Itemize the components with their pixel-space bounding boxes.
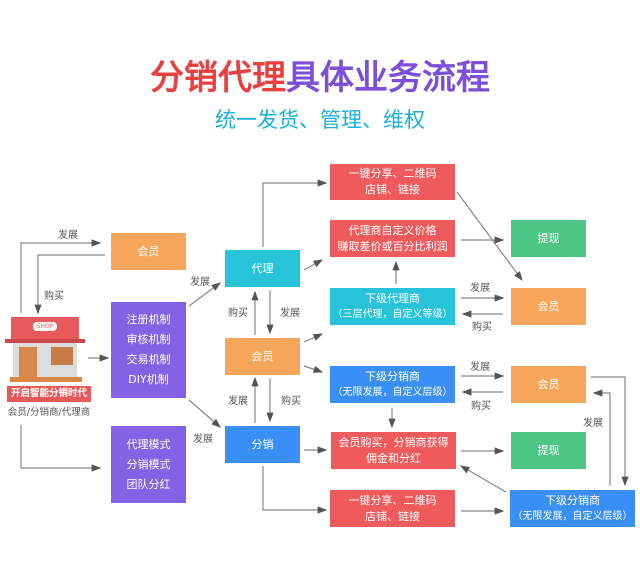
label-buy: 购买 [471,401,491,412]
line: 下级代理商 [365,291,420,305]
line: 一键分享、二维码 [348,493,437,507]
line: 代理商自定义价格 [348,223,437,237]
mode: 团队分红 [126,477,171,491]
share-bottom-node: 一键分享、二维码店铺、链接 [330,490,455,527]
agent-node: 代理 [225,250,300,287]
mechanism: 审核机制 [126,333,171,346]
line: 下级分销商 [365,369,420,383]
label-develop: 发展 [470,362,490,373]
label-develop: 发展 [280,308,300,319]
line: 佣金和分红 [366,451,421,465]
shop-banner: 开启智能分销时代 [7,386,91,402]
shop-icon: SHOP [5,317,85,382]
mode: 代理模式 [126,437,171,451]
line: 一键分享、二维码 [348,167,437,180]
sub-dist-right-node: 下级分销商 （无限发展，自定义层级） [510,490,635,527]
mechanisms-node: 注册机制审核机制交易机制 DIY机制 [111,302,186,398]
commission-node: 会员购买，分销商获得佣金和分红 [331,432,456,469]
member-r1-node: 会员 [511,288,586,325]
label-buy: 购买 [472,322,492,333]
line: 赚取差价或百分比利润 [337,239,448,253]
withdraw-top-node: 提现 [511,220,586,257]
label-buy: 购买 [228,308,248,319]
title-part1: 分销代理 [150,58,286,98]
line: 会员购买，分销商获得 [338,435,449,449]
member-mid-node: 会员 [225,338,300,375]
label-develop: 发展 [58,230,78,241]
label-develop: 发展 [583,418,603,429]
label-develop: 发展 [228,396,248,407]
label-develop: 发展 [190,277,210,288]
modes-node: 代理模式分销模式团队分红 [111,426,186,503]
agent-price-node: 代理商自定义价格赚取差价或百分比利润 [330,220,455,257]
line: （无限发展，自定义层级） [512,510,633,522]
mode: 分销模式 [126,457,171,471]
line: （无限发展，自定义层级） [332,386,453,398]
line: 下级分销商 [545,493,600,507]
mechanism: DIY机制 [128,373,169,386]
subtitle: 统一发货、管理、维权 [215,108,425,132]
sub-dist-node: 下级分销商 （无限发展，自定义层级） [330,366,455,403]
label-develop: 发展 [193,434,213,445]
distribution-node: 分销 [225,426,300,463]
share-top-node: 一键分享、二维码店铺、链接 [330,164,455,200]
member-left-node: 会员 [111,233,186,270]
line: （三层代理，自定义等级） [332,308,453,320]
member-r2-node: 会员 [511,366,586,403]
label-develop: 发展 [470,283,490,294]
shop-caption: 会员/分销商/代理商 [7,407,91,418]
sub-agent-node: 下级代理商 （三层代理，自定义等级） [330,288,455,325]
withdraw-bottom-node: 提现 [511,432,586,469]
label-buy: 购买 [281,396,301,407]
mechanism: 注册机制 [126,313,171,326]
line: 店铺、链接 [365,183,420,196]
page-title: 分销代理具体业务流程 [0,50,640,99]
label-buy: 购买 [44,291,64,302]
line: 店铺、链接 [365,509,420,523]
title-part2: 具体业务流程 [286,58,490,98]
mechanism: 交易机制 [126,353,171,366]
